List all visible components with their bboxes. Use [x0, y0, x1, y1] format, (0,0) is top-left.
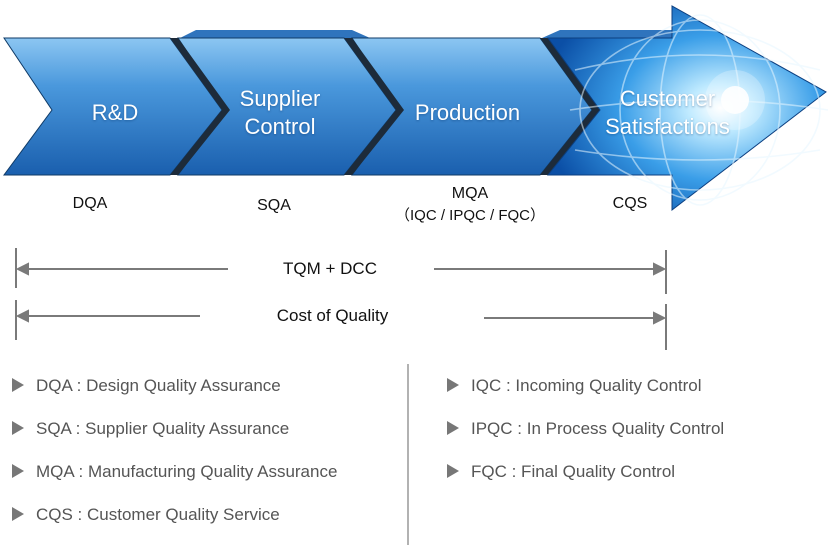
bullet-triangle-icon	[12, 507, 24, 521]
coq-span-lines	[15, 300, 667, 350]
definition-fqc: FQC : Final Quality Control	[447, 462, 675, 482]
definition-cqs: CQS : Customer Quality Service	[12, 505, 280, 525]
tqm-span-lines	[15, 248, 667, 294]
stage-label-production: Production	[414, 100, 521, 125]
stage-sub-cqs: CQS	[612, 195, 648, 212]
stage-sub-dqa: DQA	[72, 195, 108, 212]
definition-mqa: MQA : Manufacturing Quality Assurance	[12, 462, 337, 482]
globe-highlight	[721, 86, 749, 114]
definition-ipqc: IPQC : In Process Quality Control	[447, 419, 724, 439]
cost-of-quality-label: Cost of Quality	[276, 306, 389, 325]
definition-dqa: DQA : Design Quality Assurance	[12, 376, 281, 396]
bullet-triangle-icon	[447, 378, 459, 392]
tqm-dcc-label: TQM + DCC	[283, 259, 377, 278]
stage-label-rnd: R&D	[91, 100, 139, 125]
stage-sub-sqa: SQA	[257, 197, 291, 214]
bullet-triangle-icon	[12, 378, 24, 392]
stage-label-customer-satisfactions: Customer Satisfactions	[605, 86, 730, 139]
chevron-top-bevel	[8, 30, 678, 38]
arrow-head	[546, 5, 827, 212]
bullet-triangle-icon	[12, 464, 24, 478]
stage-sub-mqa: MQA （IQC / IPQC / FQC）	[394, 185, 545, 224]
bullet-triangle-icon	[447, 464, 459, 478]
bullet-triangle-icon	[12, 421, 24, 435]
definition-sqa: SQA : Supplier Quality Assurance	[12, 419, 289, 439]
definition-iqc: IQC : Incoming Quality Control	[447, 376, 702, 396]
stage-label-supplier-control: Supplier Control	[239, 86, 321, 139]
bullet-triangle-icon	[447, 421, 459, 435]
